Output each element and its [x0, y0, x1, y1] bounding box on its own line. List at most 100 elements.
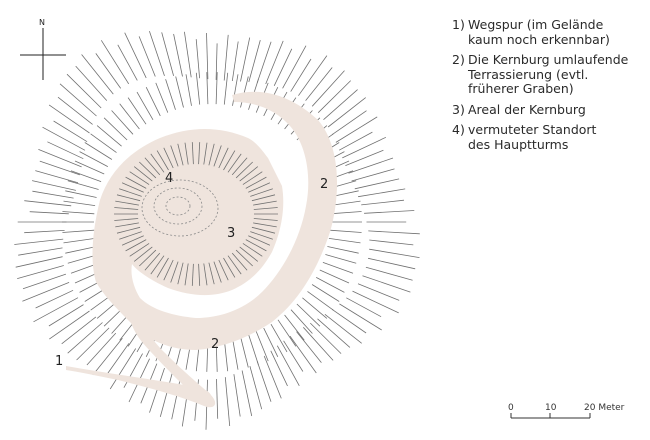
hachure-stroke — [32, 180, 76, 191]
hachure-stroke — [114, 207, 139, 210]
hachure-stroke — [364, 210, 415, 214]
hachure-stroke — [86, 332, 117, 366]
hachure-stroke — [184, 142, 189, 165]
hachure-stroke — [290, 309, 313, 334]
hachure-stroke — [329, 229, 362, 233]
hachure-stroke — [47, 141, 84, 160]
inner-slope-hachures — [114, 142, 278, 286]
legend-number: 1) — [452, 17, 465, 32]
hachure-stroke — [253, 207, 278, 210]
hachure-stroke — [149, 367, 165, 413]
hachure-stroke — [119, 103, 140, 130]
label-path-1: 1 — [55, 354, 63, 369]
hachure-stroke — [296, 331, 322, 363]
hachure-stroke — [136, 91, 154, 121]
hachure-stroke — [283, 340, 304, 372]
hachure-stroke — [96, 125, 122, 147]
hachure-stroke — [250, 231, 273, 240]
hachure-stroke — [227, 153, 242, 173]
hachure-stroke — [239, 166, 259, 182]
hachure-stroke — [144, 157, 161, 176]
hachure-stroke — [79, 151, 108, 167]
hachure-stroke — [253, 200, 277, 206]
hachure-stroke — [117, 44, 138, 81]
hachure-stroke — [63, 200, 96, 206]
hachure-stroke — [155, 82, 169, 113]
hachure-stroke — [276, 345, 300, 386]
hachure-stroke — [156, 150, 169, 171]
hachure-stroke — [133, 166, 153, 182]
hachure-stroke — [348, 157, 394, 174]
hachure-stroke — [284, 314, 305, 341]
legend-item-4: 4) vermuteter Standort des Hauptturms — [452, 122, 648, 152]
hachure-stroke — [317, 318, 351, 348]
hachure-stroke — [331, 309, 367, 334]
legend-text: Wegspur (im Gelände kaum noch erkennbar) — [468, 17, 610, 47]
hachure-stroke — [65, 246, 97, 254]
hachure-stroke — [70, 170, 102, 182]
hachure-stroke — [223, 34, 229, 81]
hachure-stroke — [362, 275, 411, 293]
hachure-stroke — [298, 55, 328, 96]
hachure-stroke — [144, 252, 161, 271]
hachure-stroke — [242, 171, 263, 185]
hachure-stroke — [213, 145, 222, 167]
hachure-stroke — [277, 319, 297, 347]
legend-item-2: 2) Die Kernburg umlaufende Terrassierung… — [452, 52, 648, 97]
hachure-stroke — [241, 370, 253, 417]
hachure-stroke — [125, 239, 147, 252]
hachure-stroke — [67, 322, 103, 354]
hachure-stroke — [248, 334, 259, 365]
hachure-stroke — [22, 282, 70, 302]
hachure-stroke — [369, 248, 420, 258]
hachure-stroke — [296, 303, 321, 327]
hachure-stroke — [109, 348, 137, 390]
legend-number: 4) — [452, 122, 465, 137]
hachure-stroke — [163, 147, 174, 169]
hachure-stroke — [138, 36, 156, 77]
hachure-stroke — [17, 265, 64, 279]
hachure-stroke — [184, 31, 192, 78]
hachure-stroke — [95, 53, 122, 89]
hachure-stroke — [323, 89, 358, 120]
hachure-stroke — [253, 218, 278, 221]
legend-item-1: 1) Wegspur (im Gelände kaum noch erkennb… — [452, 17, 648, 47]
label-terrace-2-east: 2 — [320, 177, 328, 192]
scale-tick-0: 0 — [508, 403, 514, 413]
hachure-stroke — [177, 262, 184, 285]
hachure-stroke — [223, 257, 236, 278]
hachure-stroke — [92, 337, 123, 376]
hachure-stroke — [223, 150, 236, 171]
hachure-stroke — [327, 246, 359, 254]
hachure-stroke — [311, 284, 340, 302]
hachure-stroke — [256, 361, 272, 402]
hachure-stroke — [358, 188, 406, 198]
hachure-stroke — [339, 303, 382, 331]
hachure-stroke — [203, 142, 208, 165]
hachure-stroke — [256, 41, 272, 83]
hachure-stroke — [357, 283, 400, 301]
hachure-stroke — [61, 316, 97, 345]
hachure-stroke — [115, 200, 139, 206]
hachure-stroke — [329, 211, 362, 215]
hachure-stroke — [322, 262, 354, 274]
hachure-stroke — [248, 39, 261, 83]
hachure-stroke — [116, 194, 141, 202]
hachure-stroke — [149, 30, 165, 77]
hachure-stroke — [165, 79, 176, 110]
hachure-stroke — [273, 48, 293, 86]
hachure-stroke — [105, 343, 130, 376]
hachure-stroke — [184, 263, 189, 286]
hachure-stroke — [62, 229, 95, 233]
hachure-stroke — [53, 120, 88, 143]
hachure-stroke — [231, 252, 248, 271]
hachure-stroke — [368, 230, 420, 235]
hachure-stroke — [84, 142, 113, 160]
legend-number: 2) — [452, 52, 465, 67]
hachure-stroke — [115, 222, 139, 228]
hachure-stroke — [239, 246, 259, 262]
legend-item-3: 3) Areal der Kernburg — [452, 102, 648, 118]
hachure-stroke — [245, 176, 267, 189]
hachure-stroke — [35, 289, 74, 309]
hachure-stroke — [251, 194, 276, 202]
